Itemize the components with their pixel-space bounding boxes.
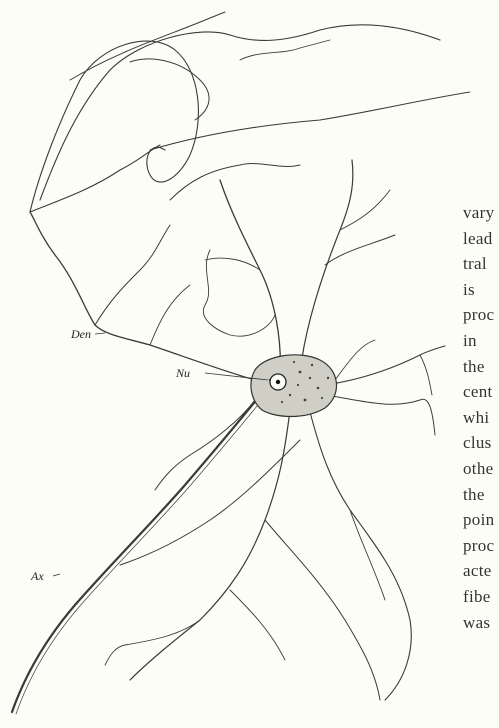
text-line-fragment: was <box>463 610 499 636</box>
dendrite-up-1 <box>220 180 280 375</box>
dendrite-right-3 <box>335 340 375 380</box>
dendrite-den <box>30 212 255 380</box>
dendrite-down-3 <box>265 520 380 700</box>
dendrite-right-1 <box>325 346 445 385</box>
text-line-fragment: acte <box>463 558 499 584</box>
nucleolus <box>276 380 280 384</box>
dendrite-wavy <box>203 250 275 336</box>
dendrite-left-branch-1 <box>95 225 170 325</box>
text-line-fragment: proc <box>463 533 499 559</box>
dendrite-top-right-twig <box>240 40 330 60</box>
dendrite-down-2 <box>310 412 411 700</box>
dendrite-top-arch-2 <box>40 25 440 200</box>
label-ax: Ax <box>31 569 44 584</box>
ax-leader-line <box>53 574 60 576</box>
text-line-fragment: the <box>463 354 499 380</box>
dendrite-top-arch-4 <box>130 59 209 120</box>
text-line-fragment: proc <box>463 302 499 328</box>
text-line-fragment: tral <box>463 251 499 277</box>
dendrite-up-2 <box>300 160 353 372</box>
dendrite-right-4 <box>420 355 432 395</box>
text-line-fragment: poin <box>463 507 499 533</box>
neuron-illustration <box>0 0 470 728</box>
dendrite-down-5 <box>350 510 385 600</box>
den-leader-line <box>95 333 105 334</box>
dendrite-den-loop <box>30 145 160 212</box>
dendrite-left-lower <box>155 400 255 490</box>
label-den: Den <box>71 327 91 342</box>
cell-body <box>251 355 337 417</box>
text-line-fragment: the <box>463 482 499 508</box>
dendrite-up-2b <box>325 235 395 265</box>
axon-inner <box>16 400 262 714</box>
label-nu: Nu <box>176 366 190 381</box>
dendrite-left-branch-2 <box>150 285 190 345</box>
axon <box>12 398 258 712</box>
dendrite-upper-mid <box>170 164 300 200</box>
text-line-fragment: is <box>463 277 499 303</box>
text-line-fragment: fibe <box>463 584 499 610</box>
text-line-fragment: clus <box>463 430 499 456</box>
text-line-fragment: in <box>463 328 499 354</box>
dendrite-up-3 <box>205 258 260 270</box>
text-line-fragment: whi <box>463 405 499 431</box>
dendrite-down-4 <box>120 440 300 565</box>
dendrite-right-2 <box>325 395 435 435</box>
dendrite-down-6 <box>105 620 200 665</box>
dendrite-down-7 <box>230 590 285 660</box>
text-line-fragment: cent <box>463 379 499 405</box>
text-line-fragment: vary <box>463 200 499 226</box>
text-line-fragment: othe <box>463 456 499 482</box>
dendrite-top-arch-3 <box>70 12 225 80</box>
text-line-fragment: lead <box>463 226 499 252</box>
